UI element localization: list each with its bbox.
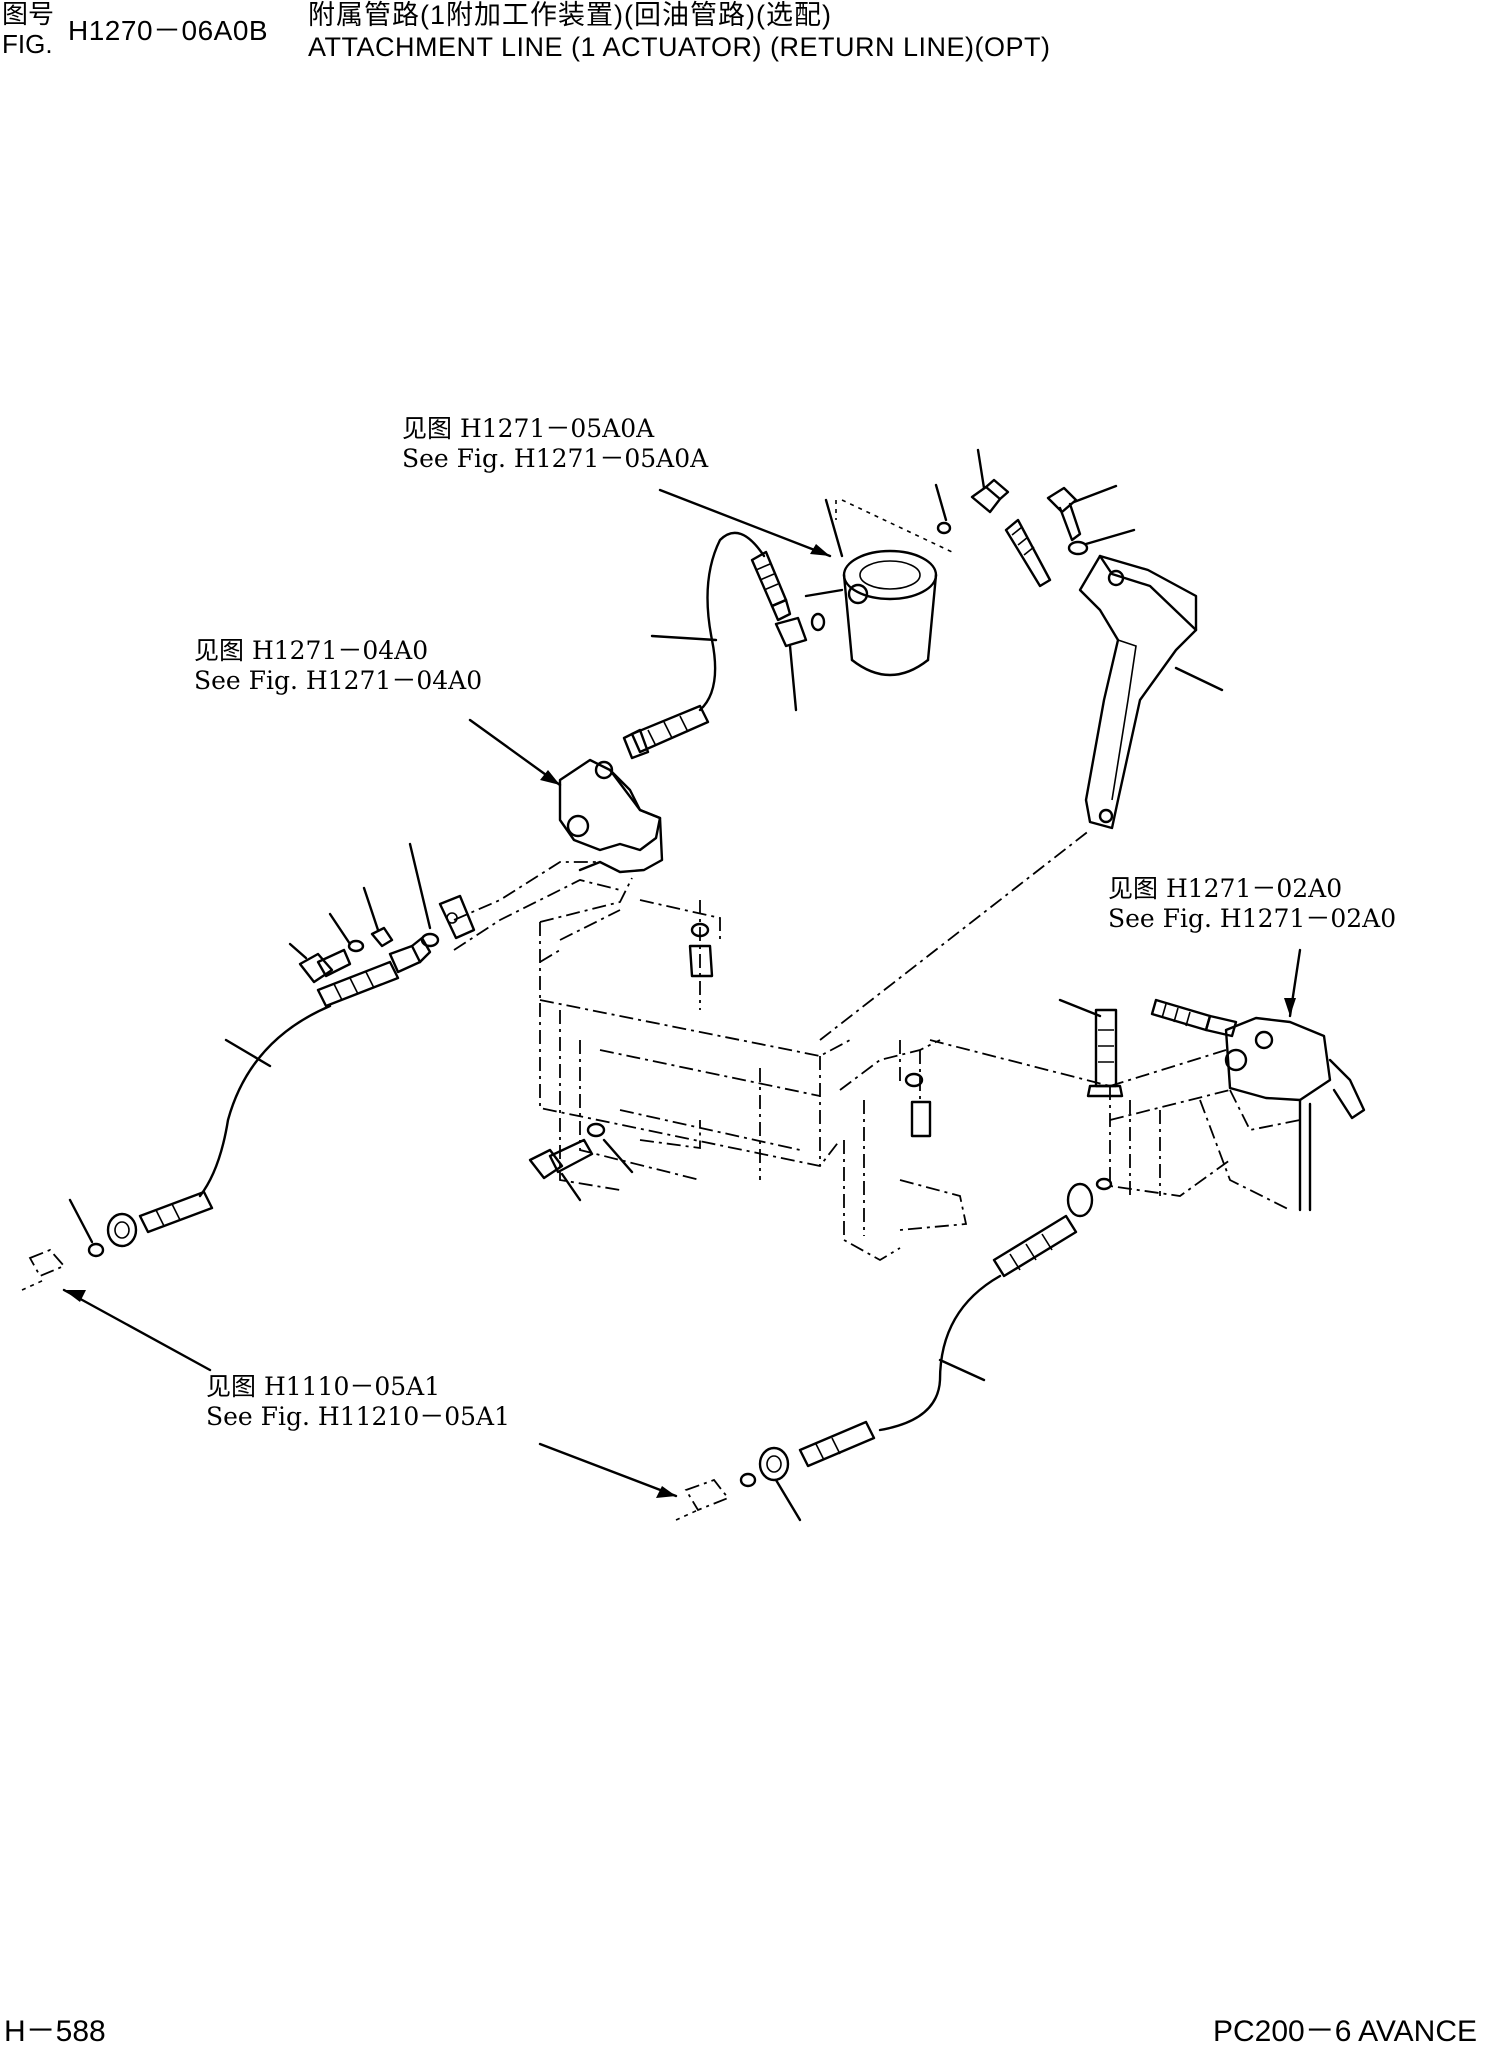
frame-bolt-center xyxy=(688,922,932,1138)
figure-label-cn: 图号 xyxy=(2,0,55,29)
callout-05a0a-cn: 见图 H1271－05A0A xyxy=(402,414,655,443)
callout-05a1-en: See Fig. H11210－05A1 xyxy=(206,1402,511,1431)
mounting-bracket xyxy=(1078,554,1224,830)
machine-model: PC200－6 AVANCE xyxy=(1212,2015,1477,2048)
hose-end-to-valve xyxy=(622,704,710,760)
right-valve-fittings xyxy=(1058,998,1238,1098)
callout-05a1: 见图 H1110－05A1 See Fig. H11210－05A1 xyxy=(206,1372,510,1432)
return-hose-upper xyxy=(650,498,844,712)
return-filter xyxy=(835,499,953,677)
frame-bolt-lower xyxy=(528,1122,634,1202)
figure-label-en: FIG. xyxy=(2,29,53,59)
page-number: H－588 xyxy=(4,2015,106,2048)
callout-02a0-cn: 见图 H1271－02A0 xyxy=(1108,874,1343,903)
title-english: ATTACHMENT LINE (1 ACTUATOR) (RETURN LIN… xyxy=(308,32,1051,62)
callout-leader-05a0a xyxy=(658,488,832,558)
control-valve-block xyxy=(438,718,664,951)
valve-frame xyxy=(539,829,1091,1262)
return-hose-left xyxy=(21,960,400,1372)
callout-02a0: 见图 H1271－02A0 See Fig. H1271－02A0 xyxy=(1108,874,1396,934)
callout-04a0: 见图 H1271－04A0 See Fig. H1271－04A0 xyxy=(194,636,482,696)
left-fittings xyxy=(288,842,440,984)
bolt-top-right xyxy=(1046,484,1136,556)
callout-04a0-cn: 见图 H1271－04A0 xyxy=(194,636,429,665)
callout-05a1-cn: 见图 H1110－05A1 xyxy=(206,1372,441,1401)
callout-02a0-en: See Fig. H1271－02A0 xyxy=(1108,904,1397,933)
elbow-fitting-top xyxy=(934,448,1052,588)
callout-04a0-en: See Fig. H1271－04A0 xyxy=(194,666,483,695)
figure-code: H1270－06A0B xyxy=(68,15,269,46)
right-valve-block xyxy=(929,948,1366,1212)
callout-05a0a-en: See Fig. H1271－05A0A xyxy=(402,444,709,473)
title-chinese: 附属管路(1附加工作装置)(回油管路)(选配) xyxy=(308,0,832,30)
callout-05a0a: 见图 H1271－05A0A See Fig. H1271－05A0A xyxy=(402,414,708,474)
return-hose-right xyxy=(538,1177,1113,1522)
